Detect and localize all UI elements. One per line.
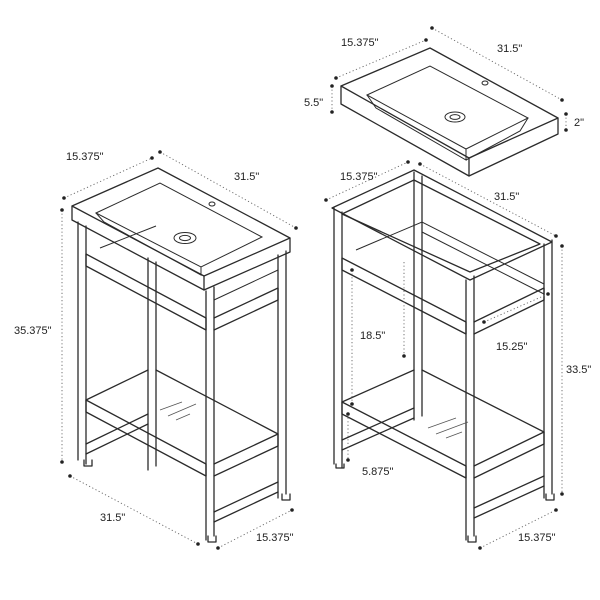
basin-height-label: 5.5" <box>304 97 323 109</box>
frame-foot-clearance-label: 5.875" <box>362 466 394 478</box>
assembled-vanity-drawing <box>71 167 291 543</box>
frame-length-label: 31.5" <box>494 191 519 203</box>
basin-thickness-label: 2" <box>574 117 584 129</box>
frame-shelf-gap-label: 18.5" <box>360 330 385 342</box>
frame-height-label: 33.5" <box>566 364 591 376</box>
vanity-width-label: 15.375" <box>66 151 104 163</box>
basin-length-label: 31.5" <box>497 43 522 55</box>
vanity-bottom-length-label: 31.5" <box>100 512 125 524</box>
vanity-height-label: 35.375" <box>14 325 52 337</box>
dimension-labels: 15.375" 31.5" 5.5" 2" 15.375" 31.5" 35.3… <box>14 37 591 544</box>
dimension-lines <box>60 26 568 550</box>
basin-drawing <box>340 47 559 177</box>
basin-width-label: 15.375" <box>341 37 379 49</box>
frame-width-label: 15.375" <box>340 171 378 183</box>
frame-shelf-depth-label: 15.25" <box>496 341 528 353</box>
vanity-length-label: 31.5" <box>234 171 259 183</box>
frame-bottom-width-label: 15.375" <box>518 532 556 544</box>
vanity-bottom-width-label: 15.375" <box>256 532 294 544</box>
frame-drawing <box>331 169 555 543</box>
